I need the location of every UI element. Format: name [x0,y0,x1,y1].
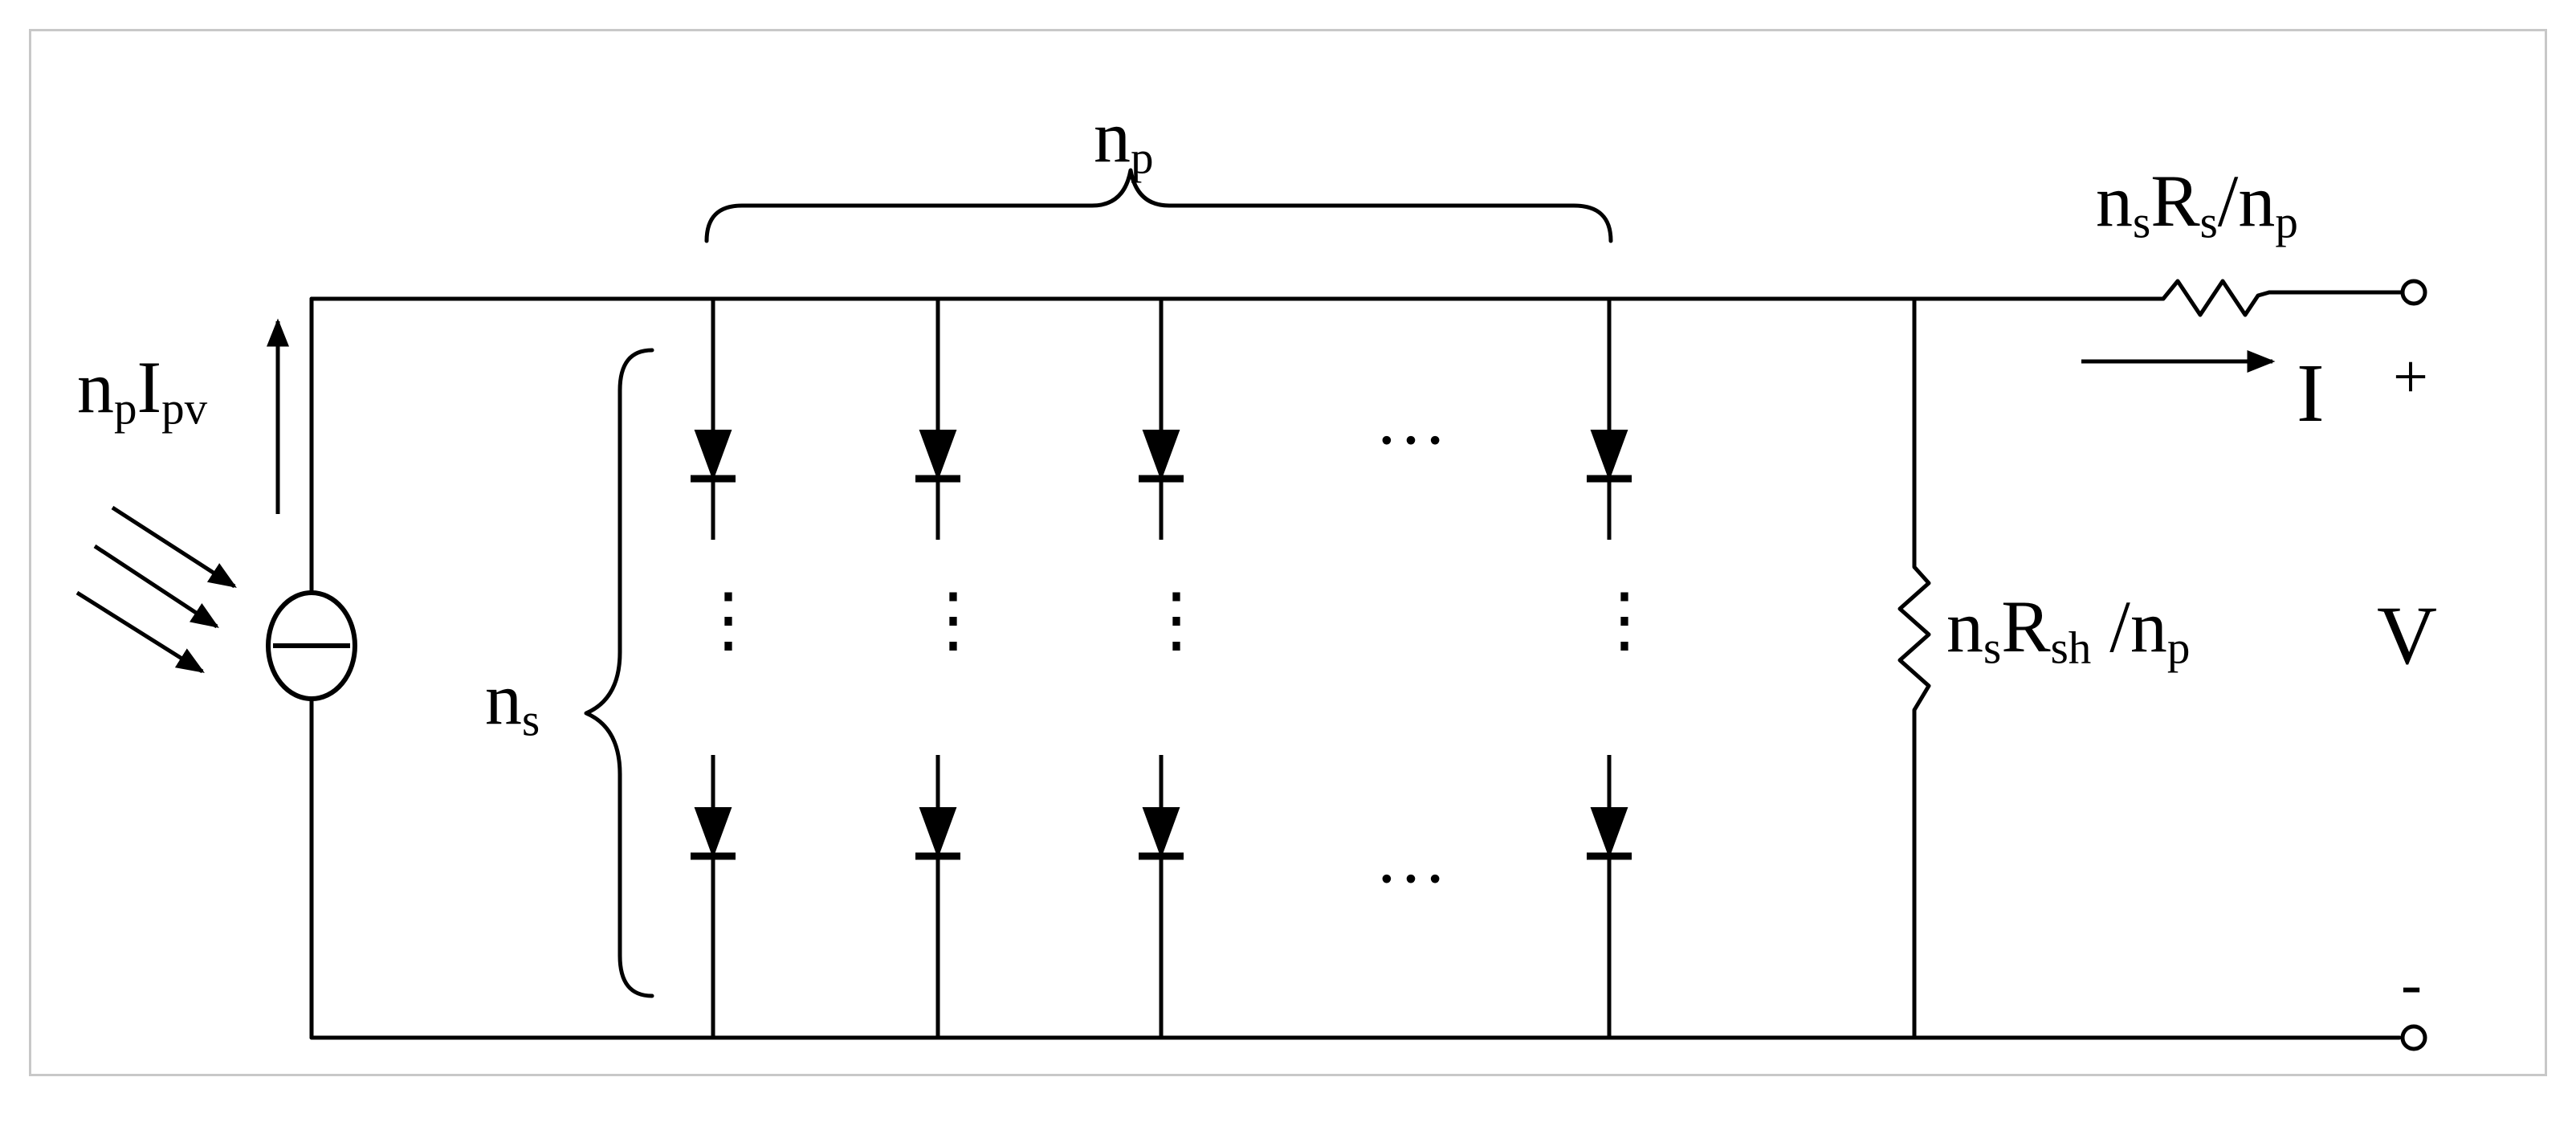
series-resistor-icon [2149,279,2270,317]
source-current-label: npIpv [77,346,208,435]
diode-icon [1142,807,1180,859]
ns-brace [584,348,654,998]
terminal-negative-icon [2400,1024,2427,1051]
diode-icon [1142,430,1180,481]
light-ray-icon [75,505,237,674]
current-label: I [2297,347,2325,439]
diode-icon [919,430,957,481]
series-resistor-label: nsRs/np [2096,160,2298,248]
diode-icon [1590,430,1628,481]
vertical-dots: ⋮ [1588,581,1669,660]
minus-sign: - [2401,949,2422,1018]
diode-icon [694,430,732,481]
shunt-resistor-icon [1897,565,1931,712]
bottom-ellipsis: … [1375,818,1455,898]
diode-icon [694,807,732,859]
vertical-dots: ⋮ [692,581,772,660]
diode-array [691,299,1632,1038]
voltage-label: V [2377,590,2438,682]
diode-icon [1590,807,1628,859]
current-source-icon [266,590,357,701]
vertical-dots: ⋮ [1140,581,1221,660]
shunt-resistor-label: nsRsh /np [1946,585,2191,674]
np-brace [704,168,1613,243]
diagram-frame [29,29,2547,1076]
terminal-positive-icon [2400,279,2427,306]
ns-label: ns [485,658,540,746]
vertical-dots: ⋮ [917,581,997,660]
top-ellipsis: … [1375,380,1455,459]
np-label: np [1094,96,1154,184]
plus-sign: + [2393,341,2428,411]
diode-icon [919,807,957,859]
